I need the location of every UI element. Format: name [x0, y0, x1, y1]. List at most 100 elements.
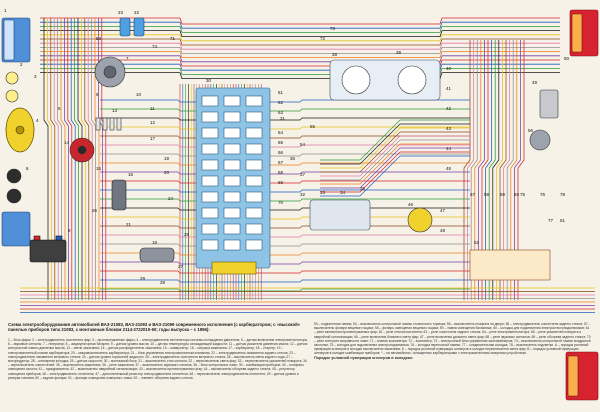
callout-6: 6: [26, 166, 29, 171]
trunk-left-wire: [64, 18, 69, 300]
trunk-left-wire: [43, 18, 49, 300]
callout-70: 70: [278, 200, 284, 205]
diagonal-wire: [320, 119, 470, 161]
harness-top-wire: [40, 59, 560, 67]
fuse-slot: [223, 207, 241, 219]
fuse-slot: [201, 207, 219, 219]
callout-25: 25: [184, 232, 190, 237]
fuse-slot: [223, 95, 241, 107]
callout-11: 11: [150, 106, 155, 111]
fuel-level-sender: [539, 89, 559, 119]
callout-63: 63: [278, 110, 284, 115]
callout-44: 44: [446, 146, 452, 151]
fuse-slot: [245, 239, 263, 251]
callout-16: 16: [128, 172, 134, 177]
callout-33: 33: [320, 190, 326, 195]
harness-top-wire: [40, 55, 560, 63]
horn-left: [6, 168, 22, 184]
fuse-slot: [201, 127, 219, 139]
legend-items-right: 53 – подкапотная лампа; 54 – выключатель…: [314, 322, 592, 406]
diagonal-wire: [320, 123, 470, 165]
harness-top-wire: [40, 47, 560, 54]
harness-top-wire: [40, 34, 560, 42]
callout-66: 66: [278, 150, 284, 155]
callout-23: 23: [118, 10, 124, 15]
trunk-left-wire: [60, 18, 66, 300]
spark-plug: [109, 117, 115, 131]
callout-17: 17: [150, 136, 156, 141]
trunk-left-wire: [81, 18, 86, 300]
callout-59: 59: [500, 192, 506, 197]
fuse-slot: [245, 191, 263, 203]
callout-56: 56: [528, 128, 534, 133]
harness-top-wire: [40, 38, 560, 46]
callout-43: 43: [446, 126, 452, 131]
callout-28: 28: [160, 280, 166, 285]
fog-lamp-right: [5, 89, 19, 103]
callout-30: 30: [206, 78, 212, 83]
callout-65: 65: [278, 140, 284, 145]
cooling-fan-hub: [15, 125, 25, 135]
harness-top-wire: [40, 72, 560, 79]
fuse-slot: [245, 175, 263, 187]
spark-plug: [95, 117, 101, 131]
callout-55: 55: [310, 124, 316, 129]
speedometer-dial: [341, 65, 371, 95]
callout-8: 8: [68, 228, 71, 233]
trunk-right-wire: [485, 40, 492, 300]
callout-76: 76: [540, 192, 546, 197]
callout-61: 61: [278, 90, 284, 95]
diagonal-wire: [320, 127, 470, 169]
callout-58: 58: [484, 192, 490, 197]
fuse-slot: [223, 127, 241, 139]
heater-motor: [407, 207, 433, 233]
steering-column-switches: [309, 199, 371, 231]
fuse-slot: [223, 175, 241, 187]
fuse-slot: [245, 159, 263, 171]
trunk-left-wire: [87, 18, 93, 300]
trunk-left-wire: [77, 18, 83, 300]
callout-71: 71: [170, 36, 176, 41]
fuse-slot: [201, 191, 219, 203]
callout-39: 39: [396, 50, 402, 55]
diagonal-wire: [320, 147, 470, 189]
fuse-slot: [223, 223, 241, 235]
callout-10: 10: [136, 92, 142, 97]
trunk-left-wire: [50, 18, 56, 300]
callout-35: 35: [360, 186, 366, 191]
fuse-slot: [223, 143, 241, 155]
trunk-right-wire: [510, 40, 518, 300]
generator-pulley: [103, 65, 117, 79]
callout-13: 13: [112, 108, 118, 113]
legend-panel: Схема электрооборудования автомобилей ВА…: [8, 322, 592, 406]
callout-12: 12: [150, 120, 156, 125]
callout-34: 34: [340, 190, 346, 195]
distributor-center: [77, 145, 87, 155]
trunk-left-wire: [70, 18, 76, 300]
trunk-right-wire: [478, 40, 485, 300]
trunk-right-wire: [474, 40, 482, 300]
callout-41: 41: [446, 86, 452, 91]
diagonal-wire: [320, 139, 470, 181]
diagonal-wire: [320, 143, 470, 185]
washer-motor-rear: [133, 17, 145, 37]
trunk-right-wire: [492, 40, 500, 300]
headlamp-left-lower: [1, 211, 31, 247]
harness-top-wire: [40, 51, 560, 58]
callout-37: 37: [300, 172, 306, 177]
component-layer: [1, 9, 599, 401]
fuse-slot: [223, 111, 241, 123]
callout-49: 49: [532, 80, 538, 85]
trunk-right-wire: [503, 40, 510, 300]
callout-75: 75: [520, 192, 526, 197]
callout-26: 26: [92, 208, 98, 213]
callout-77: 77: [548, 218, 554, 223]
trunk-right-wire: [517, 40, 525, 300]
connector-order-title: Порядок условной нумерации штекеров в ко…: [314, 355, 414, 360]
diagonal-wire: [320, 151, 470, 193]
callout-24: 24: [168, 196, 174, 201]
callout-53: 53: [96, 36, 102, 41]
diagonal-wire: [320, 155, 470, 197]
callout-4: 4: [36, 118, 39, 123]
